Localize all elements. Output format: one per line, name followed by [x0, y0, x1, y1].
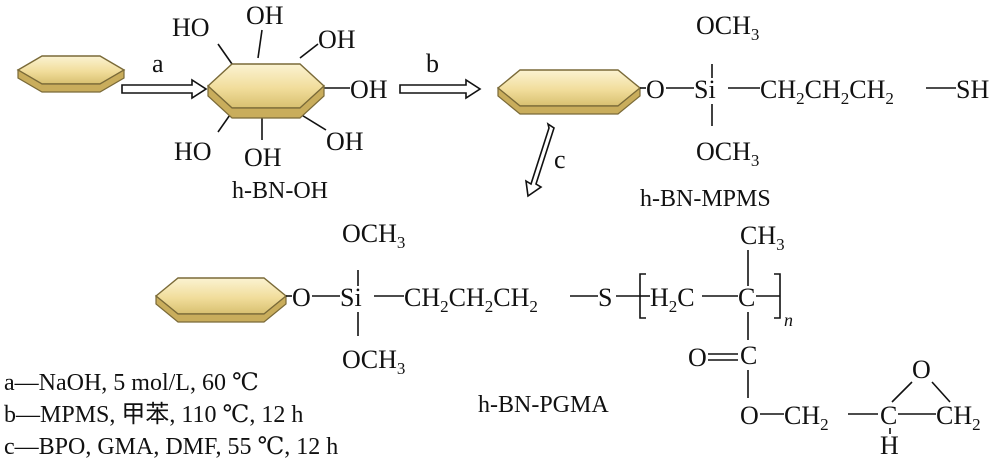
svg-text:H2C: H2C [650, 283, 695, 316]
sulfur-label: S [598, 283, 612, 312]
oxygen-label: O [646, 75, 665, 104]
svg-text:OCH3: OCH3 [342, 345, 405, 378]
propyl-chain: CH2CH2CH2 [760, 75, 894, 108]
hbn-pgma-label: h-BN-PGMA [478, 392, 609, 418]
oxygen-label: O [292, 283, 311, 312]
arrow-b-label: b [426, 49, 439, 78]
carbonyl-carbon-label: C [740, 341, 757, 370]
condition-c: c—BPO, GMA, DMF, 55 ℃, 12 h [4, 434, 338, 460]
svg-text:OCH3: OCH3 [696, 11, 759, 44]
carbon-label: C [738, 283, 755, 312]
epoxide-oxygen-label: O [912, 355, 931, 384]
hbn-pgma-structure: O Si OCH3 OCH3 CH2CH2CH2 S H2C C n CH3 C… [154, 219, 981, 460]
carbonyl-oxygen-label: O [688, 343, 707, 372]
arrow-a: a [121, 49, 208, 100]
propyl-chain: CH2CH2CH2 [404, 283, 538, 316]
thiol-label: SH [956, 75, 989, 104]
arrow-a-label: a [152, 49, 164, 78]
hbn-mpms-structure: O Si OCH3 OCH3 CH2CH2CH2 SH h-BN-MPMS [496, 11, 989, 212]
svg-text:CH2: CH2 [936, 401, 981, 434]
arrow-c: c [524, 122, 566, 198]
hydroxyl-label: HO [172, 13, 210, 42]
epoxide-hydrogen-label: H [880, 431, 899, 460]
epoxide-carbon-label: C [880, 401, 897, 430]
hbn-oh-structure: HO OH OH OH OH OH HO h-BN-OH [172, 1, 388, 204]
silicon-label: Si [694, 75, 716, 104]
ester-oxygen-label: O [740, 401, 759, 430]
silicon-label: Si [340, 283, 362, 312]
repeat-count: n [784, 310, 793, 330]
hbn-oh-label: h-BN-OH [232, 178, 328, 204]
hbn-mpms-label: h-BN-MPMS [640, 186, 771, 212]
hydroxyl-label: OH [318, 25, 356, 54]
hydroxyl-label: HO [174, 137, 212, 166]
hbn-sheet-start [16, 55, 126, 93]
svg-text:CH3: CH3 [740, 221, 785, 254]
condition-a: a—NaOH, 5 mol/L, 60 ℃ [4, 370, 259, 396]
conditions-legend: a—NaOH, 5 mol/L, 60 ℃ b—MPMS, 甲苯, 110 ℃,… [4, 370, 338, 460]
hydroxyl-label: OH [246, 1, 284, 30]
condition-b: b—MPMS, 甲苯, 110 ℃, 12 h [4, 401, 303, 428]
hydroxyl-label: OH [326, 127, 364, 156]
arrow-c-label: c [554, 145, 566, 174]
repeat-bracket-right [774, 273, 781, 319]
svg-text:CH2: CH2 [784, 401, 829, 434]
svg-text:OCH3: OCH3 [696, 137, 759, 170]
hydroxyl-label: OH [350, 75, 388, 104]
svg-text:OCH3: OCH3 [342, 219, 405, 252]
arrow-b: b [399, 49, 482, 100]
hydroxyl-label: OH [244, 143, 282, 172]
